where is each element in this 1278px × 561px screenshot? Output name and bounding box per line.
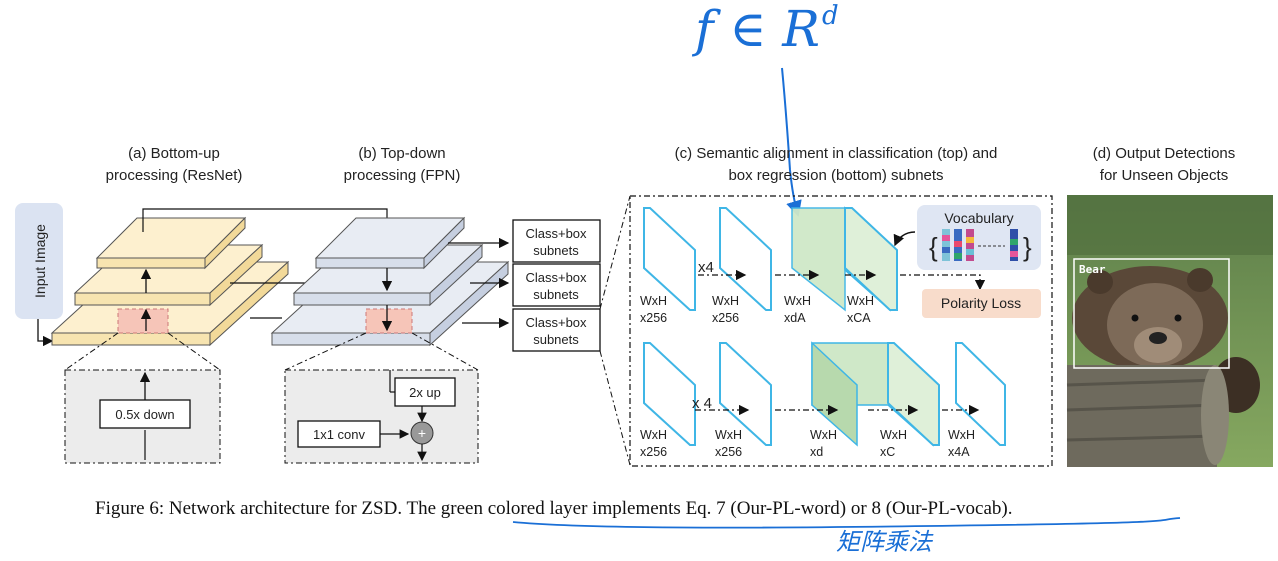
caption-suffix: . xyxy=(1008,498,1013,519)
svg-text:x256: x256 xyxy=(715,445,742,459)
svg-text:WxH: WxH xyxy=(880,428,907,442)
subnet-box-2: Class+box subnets xyxy=(512,263,601,307)
top-row: x4 WxH x256 WxH x256 WxH xdA WxH xCA xyxy=(640,206,986,325)
svg-text:Class+box: Class+box xyxy=(525,226,587,241)
input-image-label: Input Image xyxy=(32,224,48,298)
detection-box xyxy=(1073,258,1230,369)
top-fmap-1 xyxy=(643,207,696,311)
top-green-layer-2 xyxy=(844,207,898,311)
down-block xyxy=(99,399,191,429)
bottom-row: x 4 WxH x256 WxH x256 WxH xd WxH xC WxH … xyxy=(640,341,1006,459)
fpn-layer-top xyxy=(314,216,466,270)
polarity-loss-box: Polarity Loss xyxy=(922,289,1041,318)
sum-symbol: + xyxy=(418,425,426,441)
svg-text:xC: xC xyxy=(880,445,895,459)
highlight-patch-b xyxy=(365,308,413,334)
panel-d: (d) Output Detections for Unseen Objects… xyxy=(1066,145,1273,467)
svg-text:xCA: xCA xyxy=(847,311,871,325)
svg-text:xd: xd xyxy=(810,445,823,459)
svg-text:WxH: WxH xyxy=(784,294,811,308)
bottom-x4-label: x 4 xyxy=(692,395,712,412)
panel-c: (c) Semantic alignment in classification… xyxy=(629,145,1053,467)
subnet-box-1: Class+box subnets xyxy=(512,219,601,263)
panel-a-title-line1: (a) Bottom-up xyxy=(128,145,220,162)
conv-label: 1x1 conv xyxy=(313,427,366,442)
panel-d-title-line2: for Unseen Objects xyxy=(1100,167,1228,184)
bottom-fmap-2 xyxy=(719,342,772,446)
svg-text:WxH: WxH xyxy=(948,428,975,442)
bottom-green-layer-2 xyxy=(887,342,940,446)
brace-right-icon: } xyxy=(1023,232,1032,262)
math-annotation-text: f ∈ R xyxy=(691,0,820,58)
figure-caption: Figure 6: Network architecture for ZSD. … xyxy=(95,498,1181,556)
svg-text:WxH: WxH xyxy=(715,428,742,442)
panel-b: (b) Top-down processing (FPN) 2x up 1x1 … xyxy=(270,145,510,464)
caption-underlined: green colored layer implements Eq. 7 (Ou… xyxy=(441,498,1008,519)
svg-text:subnets: subnets xyxy=(533,332,579,347)
annotation-arrow xyxy=(781,67,802,217)
panel-a-title-line2: processing (ResNet) xyxy=(106,167,243,184)
handwritten-annotation: f ∈ R d xyxy=(691,0,839,217)
svg-text:x256: x256 xyxy=(640,445,667,459)
resnet-layer-top xyxy=(95,216,247,270)
detection-label: Bear xyxy=(1079,263,1106,276)
caption-prefix: Figure 6: xyxy=(95,498,164,519)
highlight-patch-a xyxy=(117,308,169,334)
svg-text:Class+box: Class+box xyxy=(525,270,587,285)
panel-c-title-line2: box regression (bottom) subnets xyxy=(728,167,943,184)
down-label: 0.5x down xyxy=(115,407,174,422)
up-label: 2x up xyxy=(409,385,441,400)
caption-body: Network architecture for ZSD. The xyxy=(164,498,441,519)
bottom-fmap-out xyxy=(955,342,1006,446)
panel-d-title-line1: (d) Output Detections xyxy=(1093,145,1236,162)
vocabulary-box: Vocabulary { } xyxy=(893,205,1041,270)
handwritten-underline xyxy=(512,517,1181,529)
svg-text:subnets: subnets xyxy=(533,287,579,302)
svg-text:WxH: WxH xyxy=(810,428,837,442)
chinese-note: 矩阵乘法 xyxy=(836,528,934,556)
svg-text:WxH: WxH xyxy=(847,294,874,308)
word-vector-icons xyxy=(942,229,1018,261)
bear-photo: Bear xyxy=(1066,195,1273,467)
top-fmap-2 xyxy=(719,207,772,311)
panel-c-title-line1: (c) Semantic alignment in classification… xyxy=(675,145,998,162)
panel-a: (a) Bottom-up processing (ResNet) 0.5x d… xyxy=(50,145,392,464)
math-annotation-superscript: d xyxy=(822,1,839,31)
svg-text:WxH: WxH xyxy=(640,294,667,308)
brace-left-icon: { xyxy=(929,232,938,262)
vocabulary-label: Vocabulary xyxy=(944,210,1013,226)
input-image-block: Input Image xyxy=(15,203,63,347)
polarity-loss-label: Polarity Loss xyxy=(941,295,1021,311)
subnet-boxes: Class+box subnets Class+box subnets Clas… xyxy=(512,195,631,466)
bottom-fmap-1 xyxy=(643,342,696,446)
svg-text:subnets: subnets xyxy=(533,243,579,258)
subnet-box-3: Class+box subnets xyxy=(512,308,601,352)
panel-c-frame xyxy=(629,195,1053,467)
svg-text:WxH: WxH xyxy=(640,428,667,442)
up-block xyxy=(394,377,456,407)
panel-b-title-line2: processing (FPN) xyxy=(344,167,461,184)
svg-text:xdA: xdA xyxy=(784,311,806,325)
caption-text: Figure 6: Network architecture for ZSD. … xyxy=(95,498,1012,519)
svg-text:x4A: x4A xyxy=(948,445,970,459)
svg-text:WxH: WxH xyxy=(712,294,739,308)
svg-text:Class+box: Class+box xyxy=(525,315,587,330)
panel-b-title-line1: (b) Top-down xyxy=(358,145,445,162)
svg-text:x256: x256 xyxy=(640,311,667,325)
svg-text:x256: x256 xyxy=(712,311,739,325)
top-x4-label: x4 xyxy=(698,259,714,276)
